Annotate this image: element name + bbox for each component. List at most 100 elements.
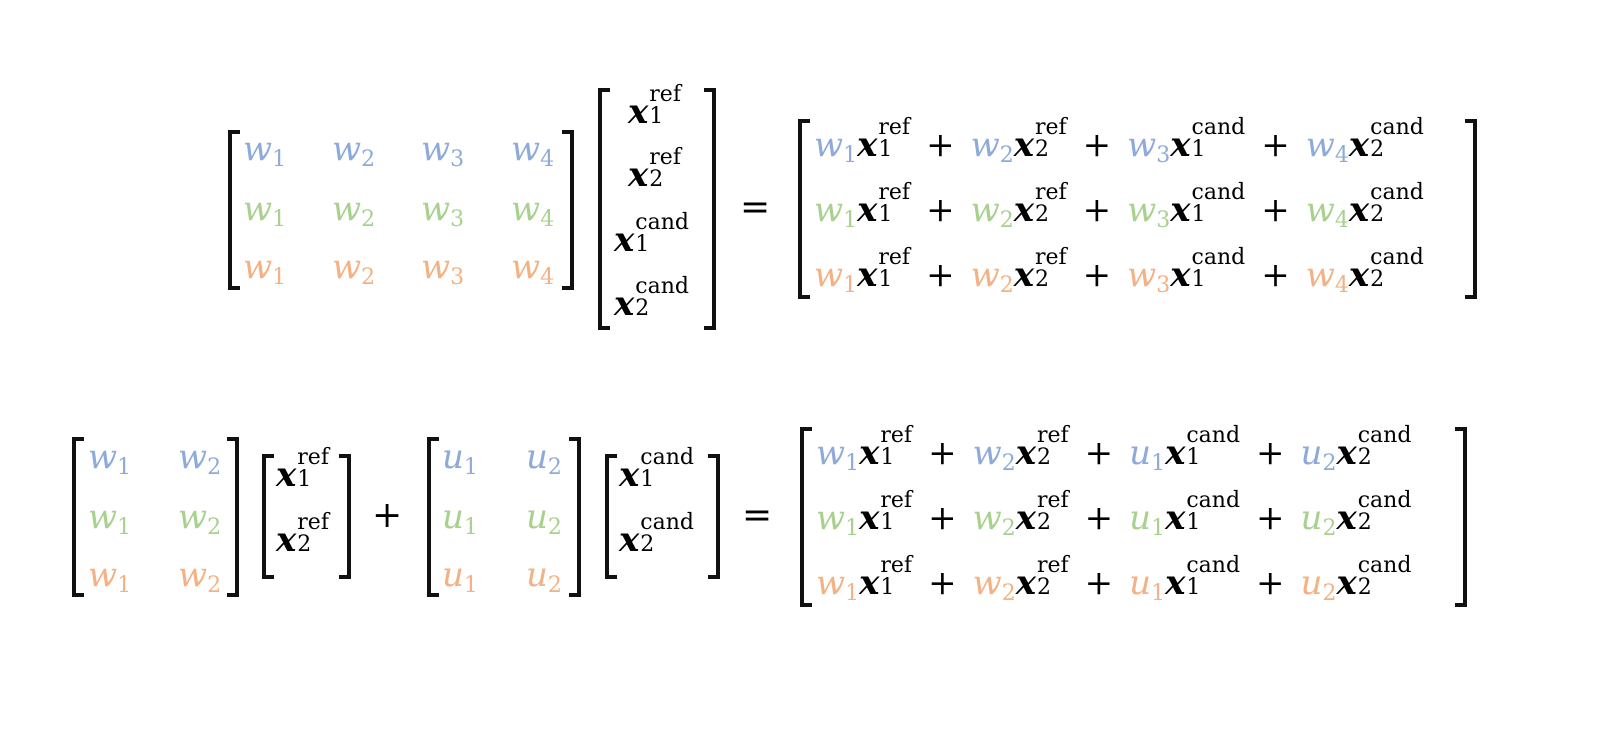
plus-sign: + — [1082, 190, 1112, 230]
weight-symbol: w1 — [816, 563, 860, 606]
right-bracket — [227, 437, 239, 597]
weight-symbol: w1 — [88, 555, 132, 598]
left-bracket — [427, 437, 439, 597]
plus-sign: + — [928, 433, 957, 473]
weight-symbol: u1 — [442, 497, 478, 540]
weight-symbol: w1 — [243, 189, 287, 232]
left-bracket — [262, 454, 274, 579]
left-bracket — [598, 88, 610, 330]
weight-symbol: u2 — [526, 555, 562, 598]
weight-symbol: w2 — [178, 437, 222, 480]
right-bracket — [569, 437, 581, 597]
left-bracket — [72, 437, 84, 597]
weight-symbol: w2 — [332, 189, 376, 232]
weight-symbol: w1 — [814, 125, 858, 168]
weight-symbol: u1 — [442, 437, 478, 480]
plus-sign: + — [928, 498, 957, 538]
weight-symbol: w1 — [816, 498, 860, 541]
weight-symbol: w4 — [1305, 190, 1349, 233]
weight-symbol: w2 — [970, 255, 1014, 298]
weight-symbol: u2 — [1300, 563, 1337, 606]
weight-symbol: w2 — [332, 129, 376, 172]
weight-symbol: w1 — [88, 437, 132, 480]
weight-symbol: w4 — [1305, 125, 1349, 168]
weight-symbol: w4 — [1305, 255, 1349, 298]
weight-symbol: w4 — [511, 129, 555, 172]
equals-sign: = — [740, 187, 771, 228]
weight-symbol: w1 — [243, 247, 287, 290]
plus-sign: + — [1256, 433, 1285, 473]
weight-symbol: w2 — [972, 433, 1016, 476]
weight-symbol: w1 — [243, 129, 287, 172]
plus-sign: + — [1256, 563, 1285, 603]
plus-sign: + — [926, 190, 955, 230]
weight-symbol: w3 — [421, 129, 465, 172]
weight-symbol: u2 — [526, 497, 562, 540]
left-bracket — [800, 427, 812, 607]
weight-symbol: w4 — [511, 189, 555, 232]
weight-symbol: w3 — [1127, 255, 1171, 298]
weight-symbol: w2 — [972, 498, 1016, 541]
left-bracket — [228, 130, 240, 290]
plus-sign: + — [1084, 498, 1114, 538]
weight-symbol: w2 — [178, 555, 222, 598]
weight-symbol: w1 — [814, 190, 858, 233]
equals-sign: = — [742, 495, 773, 536]
right-bracket — [704, 88, 716, 330]
right-bracket — [562, 130, 574, 290]
weight-symbol: w1 — [816, 433, 860, 476]
weight-symbol: w4 — [511, 247, 555, 290]
weight-symbol: w1 — [814, 255, 858, 298]
plus-sign: + — [372, 495, 403, 536]
plus-sign: + — [1261, 190, 1290, 230]
right-bracket — [1465, 119, 1477, 299]
weight-symbol: u2 — [1300, 433, 1337, 476]
plus-sign: + — [1261, 255, 1290, 295]
weight-symbol: u1 — [1129, 498, 1166, 541]
plus-sign: + — [1256, 498, 1285, 538]
plus-sign: + — [1261, 125, 1290, 165]
weight-symbol: u1 — [442, 555, 478, 598]
weight-symbol: w2 — [332, 247, 376, 290]
plus-sign: + — [1084, 563, 1114, 603]
weight-symbol: w3 — [421, 189, 465, 232]
weight-symbol: u2 — [1300, 498, 1337, 541]
weight-symbol: w3 — [1127, 190, 1171, 233]
plus-sign: + — [1082, 255, 1112, 295]
right-bracket — [708, 454, 720, 579]
weight-symbol: w2 — [178, 497, 222, 540]
plus-sign: + — [926, 255, 955, 295]
plus-sign: + — [1082, 125, 1112, 165]
plus-sign: + — [1084, 433, 1114, 473]
weight-symbol: w3 — [421, 247, 465, 290]
